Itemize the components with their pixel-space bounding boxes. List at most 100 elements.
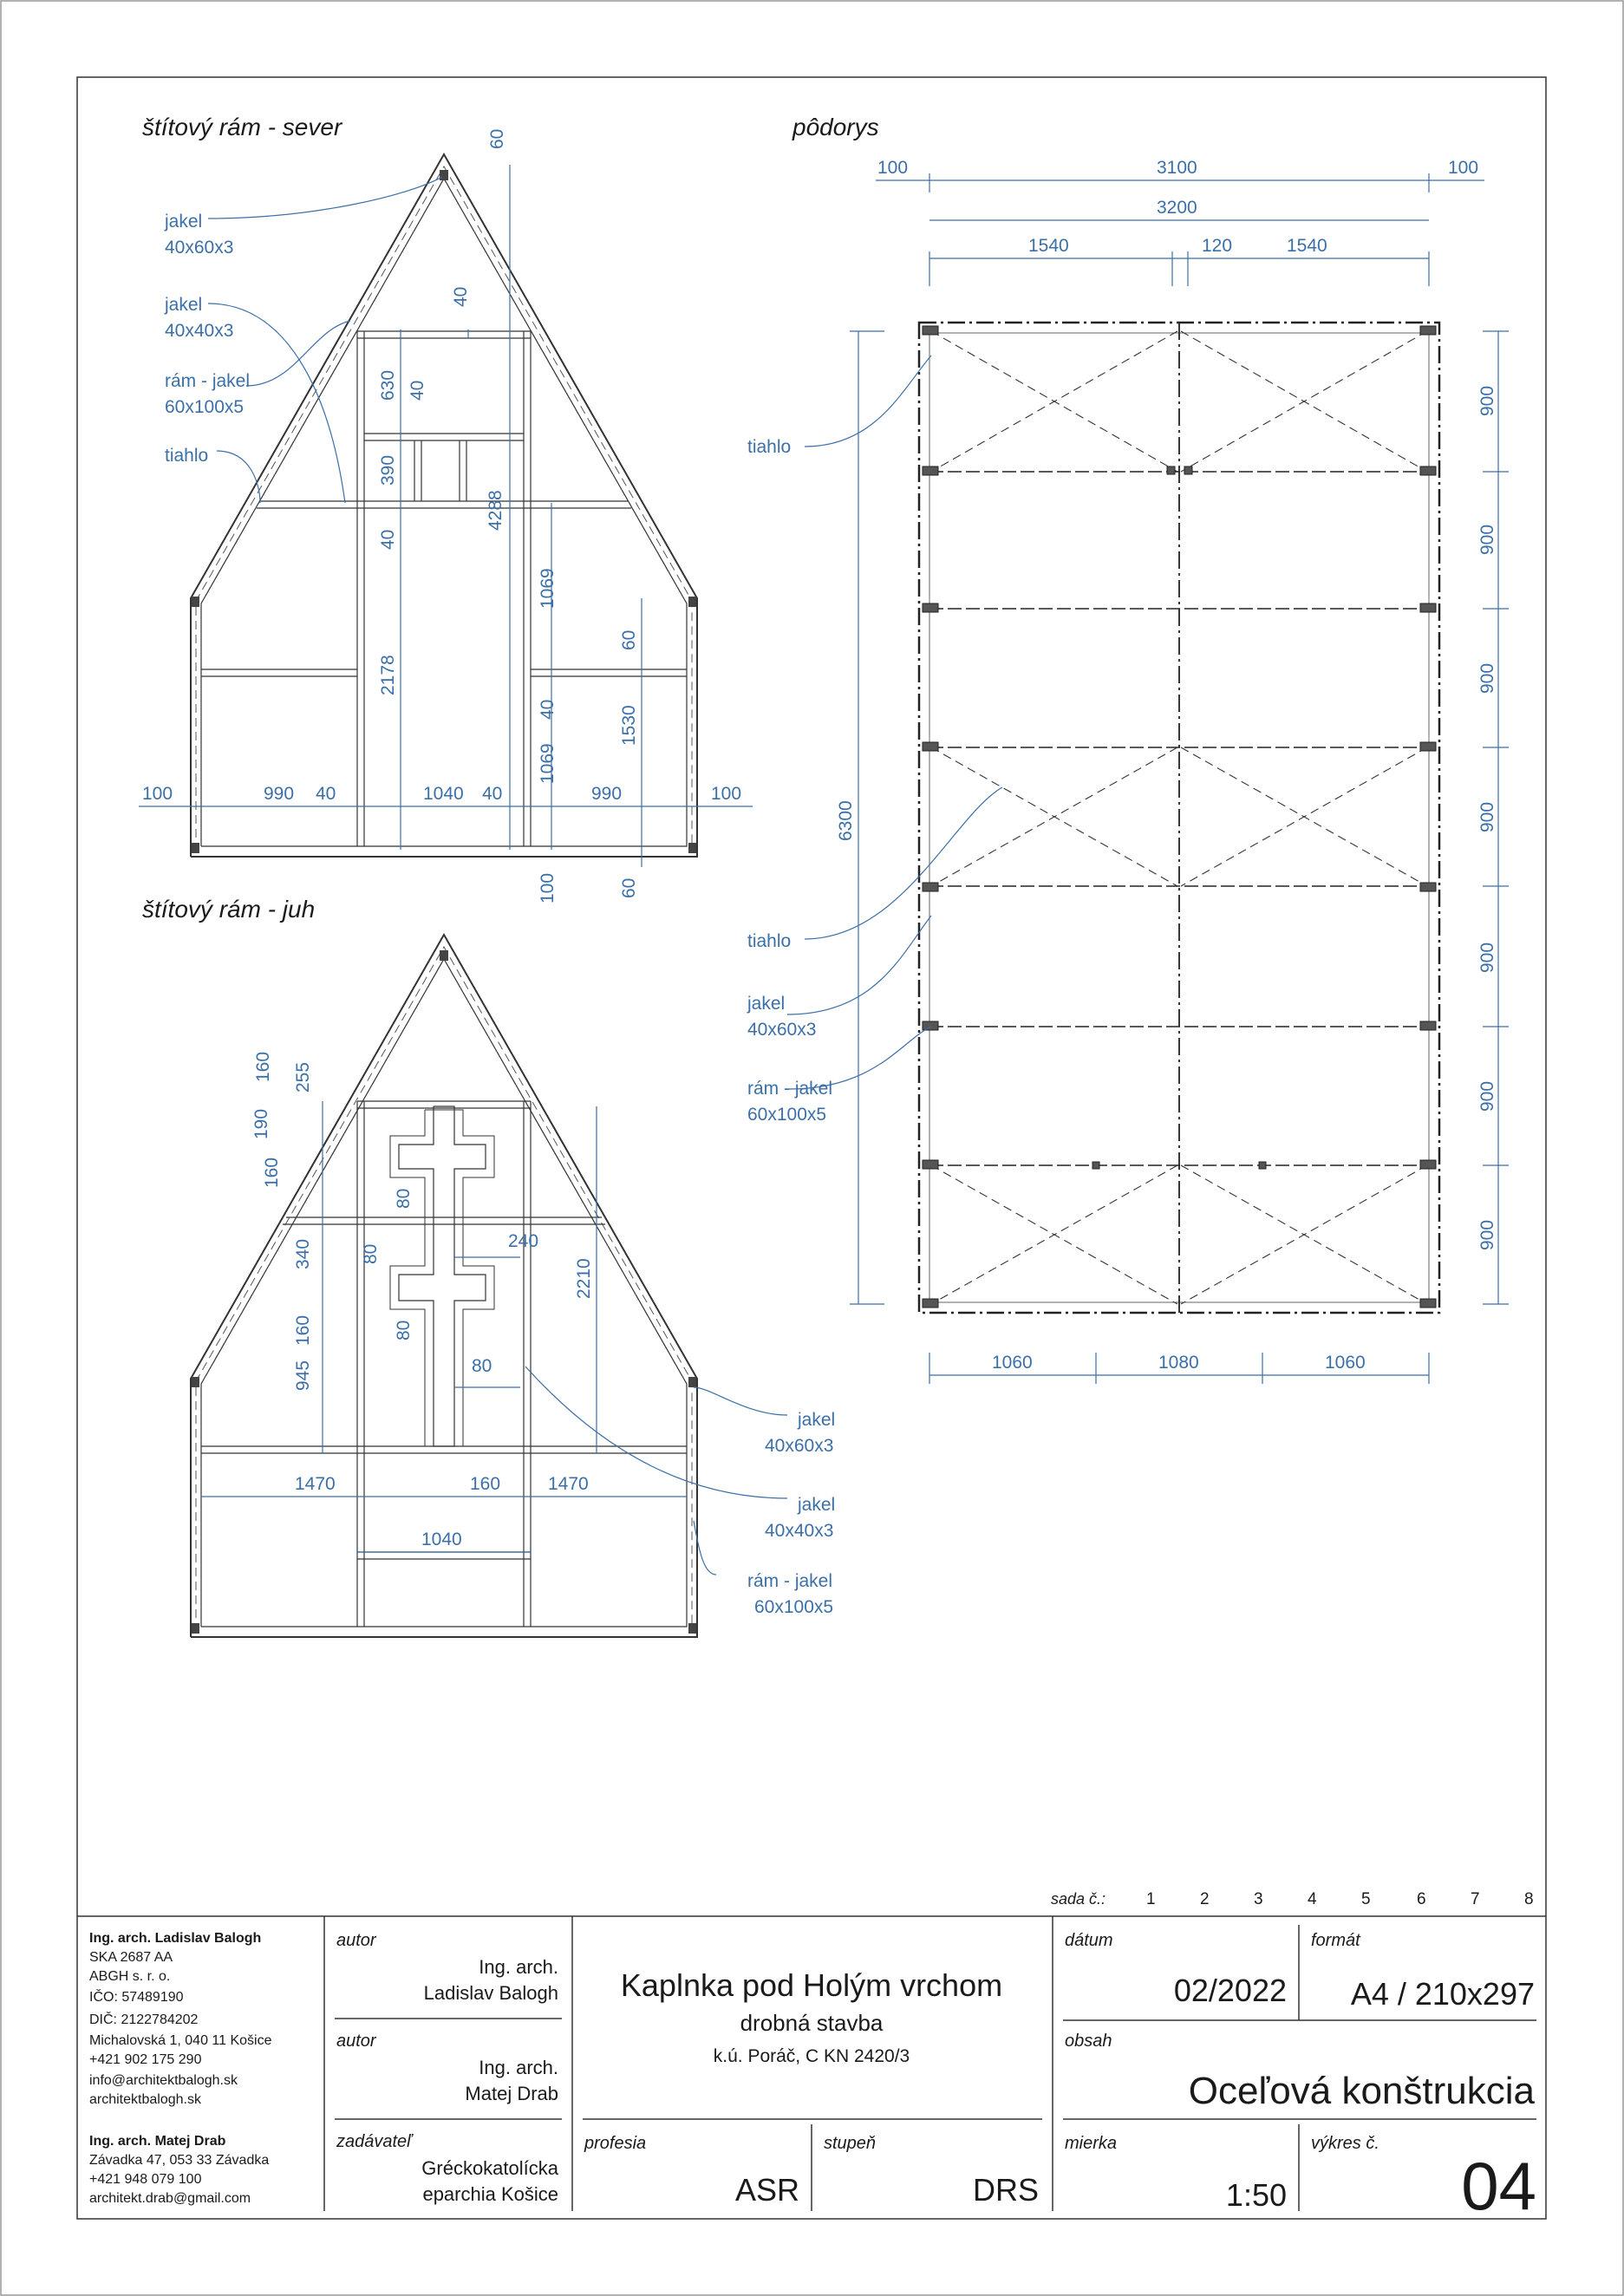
north-dim: 40 xyxy=(482,784,502,804)
south-label: jakel xyxy=(797,1495,835,1515)
north-dim: 40 xyxy=(378,530,398,550)
drawing-number: 04 xyxy=(1461,2148,1536,2224)
north-dim: 60 xyxy=(619,878,639,898)
plan-column-plates xyxy=(922,325,1437,1308)
plan-dim: 100 xyxy=(1448,158,1478,178)
south-title: štítový rám - juh xyxy=(142,896,315,923)
north-gable-frame xyxy=(190,152,698,858)
north-dim: 60 xyxy=(619,630,639,650)
plan-dim: 120 xyxy=(1202,236,1232,256)
north-dim: 100 xyxy=(711,784,741,804)
south-dim: 1470 xyxy=(295,1474,336,1494)
south-dim: 1040 xyxy=(421,1530,462,1549)
plan-label: rám - jakel xyxy=(747,1079,832,1099)
north-dim: 1069 xyxy=(538,743,558,784)
plan-dim: 3100 xyxy=(1157,158,1197,178)
plan-label: tiahlo xyxy=(747,437,791,457)
date-label: dátum xyxy=(1065,1931,1113,1950)
north-label: tiahlo xyxy=(165,446,208,466)
plan-dim: 900 xyxy=(1477,663,1497,694)
client-line: Gréckokatolícka xyxy=(421,2157,558,2179)
company2-line: Ing. arch. Matej Drab xyxy=(89,2134,226,2149)
north-dim: 990 xyxy=(264,784,294,804)
south-dim: 160 xyxy=(293,1315,313,1346)
company-line: SKA 2687 AA xyxy=(89,1950,173,1965)
south-dim: 160 xyxy=(262,1158,282,1188)
plan-label: 40x60x3 xyxy=(747,1020,816,1040)
north-dim: 1040 xyxy=(423,784,464,804)
south-column-plates xyxy=(192,950,696,1634)
plan-label: jakel xyxy=(747,994,785,1014)
set-number: 4 xyxy=(1308,1890,1317,1908)
north-dim: 4288 xyxy=(486,490,505,531)
north-dim: 630 xyxy=(378,370,398,401)
south-label: 40x40x3 xyxy=(765,1521,833,1541)
north-label: 40x40x3 xyxy=(165,321,233,341)
format-value: A4 / 210x297 xyxy=(1351,1976,1535,2012)
north-title: štítový rám - sever xyxy=(142,114,343,140)
south-dim: 80 xyxy=(394,1321,414,1340)
scale-label: mierka xyxy=(1065,2134,1117,2153)
plan-title: pôdorys xyxy=(792,114,879,140)
content-value: Oceľová konštrukcia xyxy=(1189,2070,1536,2112)
south-dim: 340 xyxy=(293,1239,313,1269)
south-dim: 190 xyxy=(251,1109,271,1139)
north-label: 40x60x3 xyxy=(165,238,233,258)
south-dim: 945 xyxy=(293,1360,313,1391)
leader-lines xyxy=(207,176,1003,1575)
author2-line: Ing. arch. xyxy=(479,2057,558,2078)
author1-line: Ing. arch. xyxy=(479,1956,558,1978)
plan-dimension-lines xyxy=(850,173,1509,1384)
north-label: rám - jakel xyxy=(165,371,250,391)
south-dim: 1470 xyxy=(548,1474,589,1494)
north-label: jakel xyxy=(164,295,202,315)
company-line: Ing. arch. Ladislav Balogh xyxy=(89,1931,261,1946)
set-number: 7 xyxy=(1471,1890,1480,1908)
plan-dim: 1080 xyxy=(1158,1353,1199,1373)
north-dim: 390 xyxy=(378,455,398,486)
set-number: 6 xyxy=(1417,1890,1426,1908)
project-location: k.ú. Poráč, C KN 2420/3 xyxy=(714,2046,910,2066)
plan-dim: 1540 xyxy=(1287,236,1327,256)
plan-dim: 900 xyxy=(1477,386,1497,416)
company-line: architektbalogh.sk xyxy=(89,2092,202,2107)
company-line: DIČ: 2122784202 xyxy=(89,2011,199,2027)
project-subtitle: drobná stavba xyxy=(740,2010,884,2036)
north-label: 60x100x5 xyxy=(165,397,244,417)
stage-value: DRS xyxy=(973,2172,1039,2208)
north-dim: 1069 xyxy=(538,568,558,609)
north-dim: 100 xyxy=(142,784,173,804)
plan-dim: 6300 xyxy=(836,800,856,841)
plan-dim: 1060 xyxy=(1325,1353,1366,1373)
north-dim: 40 xyxy=(316,784,336,804)
north-column-plates xyxy=(192,170,696,853)
north-dim: 40 xyxy=(451,287,471,307)
plan-dim: 900 xyxy=(1477,1081,1497,1112)
author1-line: Ladislav Balogh xyxy=(424,1982,558,2004)
company-line: Michalovská 1, 040 11 Košice xyxy=(89,2033,272,2048)
company2-line: architekt.drab@gmail.com xyxy=(89,2191,251,2206)
company2-line: Závadka 47, 053 33 Závadka xyxy=(89,2153,269,2168)
north-dim: 40 xyxy=(408,381,427,401)
profession-value: ASR xyxy=(735,2172,799,2208)
plan-dim: 100 xyxy=(877,158,908,178)
company-line: +421 902 175 290 xyxy=(89,2052,202,2067)
north-dim: 990 xyxy=(591,784,622,804)
scale-value: 1:50 xyxy=(1226,2177,1287,2213)
north-dimensions xyxy=(139,165,753,867)
north-dim: 60 xyxy=(487,129,507,149)
plan-dim: 900 xyxy=(1477,943,1497,973)
plan-dim: 900 xyxy=(1477,1220,1497,1250)
company-line: IČO: 57489190 xyxy=(89,1988,184,2005)
south-label: rám - jakel xyxy=(747,1571,832,1591)
plan-dim: 900 xyxy=(1477,802,1497,832)
stage-label: stupeň xyxy=(824,2134,876,2153)
sets-label: sada č.: xyxy=(1051,1890,1105,1908)
north-dim: 100 xyxy=(538,873,558,903)
format-label: formát xyxy=(1311,1931,1361,1950)
south-label: 60x100x5 xyxy=(754,1597,833,1617)
north-label: jakel xyxy=(164,212,202,232)
plan-outline xyxy=(917,321,1441,1314)
south-dim: 80 xyxy=(394,1189,414,1209)
